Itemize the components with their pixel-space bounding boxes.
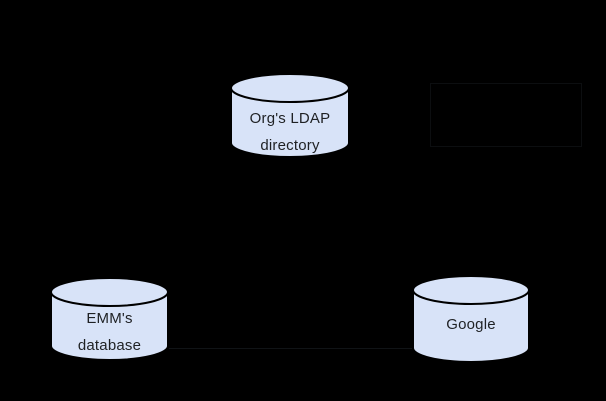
faint-box-outline <box>430 83 582 147</box>
database-cylinder-icon <box>412 275 530 363</box>
emm-to-google-connector-line <box>169 348 412 349</box>
node-google: Google <box>412 275 530 363</box>
node-emm-database: EMM's database <box>50 277 169 361</box>
node-ldap-directory: Org's LDAP directory <box>230 73 350 158</box>
database-cylinder-icon <box>50 277 169 361</box>
database-cylinder-icon <box>230 73 350 158</box>
